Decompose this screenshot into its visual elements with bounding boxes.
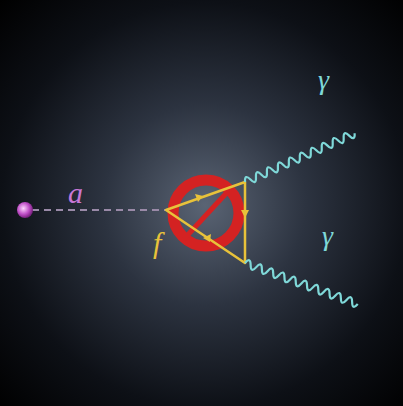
particle-label: a: [68, 178, 83, 208]
fermion-label: f: [153, 228, 161, 258]
photon-wave: [243, 130, 356, 186]
axion-particle: [17, 202, 33, 218]
fermion-arrow: [195, 194, 203, 202]
fermion-loop: [166, 182, 245, 263]
photon-wave: [244, 259, 359, 308]
fermion-arrow: [203, 234, 211, 242]
photon-label: γ: [318, 66, 329, 94]
photon-label: γ: [322, 222, 333, 250]
fermion-arrow: [241, 210, 249, 218]
axion-line: [32, 209, 166, 211]
